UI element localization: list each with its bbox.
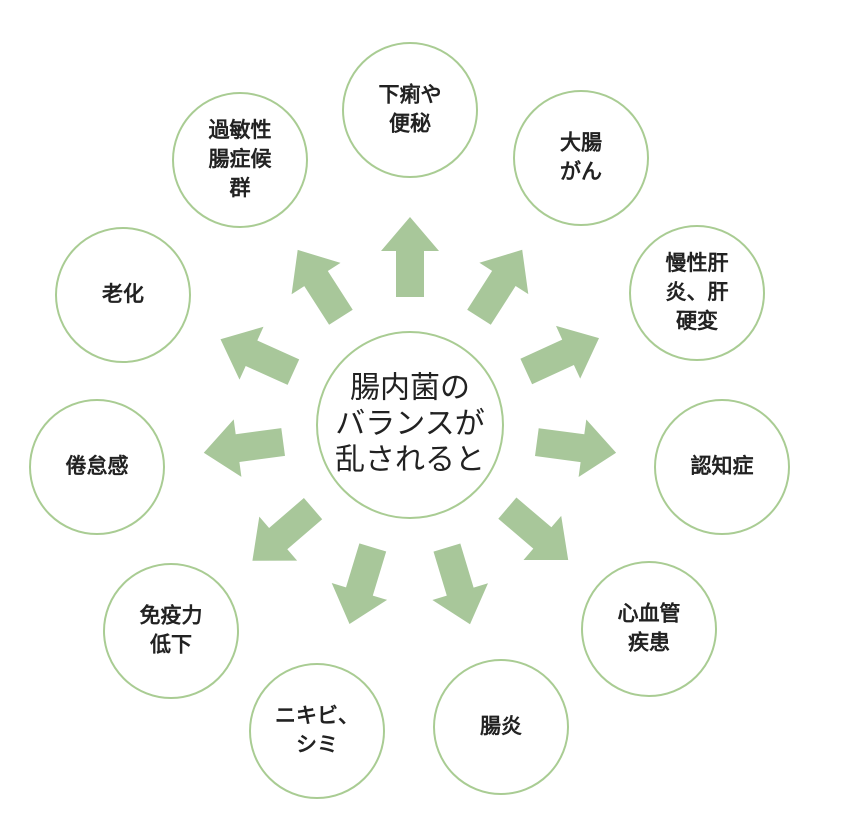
colon-cancer-circle xyxy=(513,90,649,226)
arrow-to-dementia xyxy=(535,419,617,477)
chronic-hepatitis-label-line: 慢性肝 xyxy=(666,251,729,275)
chronic-hepatitis-label-line: 硬変 xyxy=(676,309,718,333)
arrow-to-colon-cancer xyxy=(467,249,529,325)
dementia-node: 認知症 xyxy=(654,399,790,535)
chronic-hepatitis-circle xyxy=(629,225,765,361)
aging-node: 老化 xyxy=(55,227,191,363)
cardiovascular-label-line: 疾患 xyxy=(628,631,670,655)
dementia-label-line: 認知症 xyxy=(691,454,754,478)
acne-label-line: ニキビ、 xyxy=(275,704,359,728)
aging-label-line: 老化 xyxy=(102,282,144,306)
arrow-to-chronic-hepatitis xyxy=(520,325,599,385)
fatigue-label-line: 倦怠感 xyxy=(66,454,129,478)
arrow-to-aging xyxy=(220,326,300,385)
arrow-to-cardiovascular xyxy=(498,497,569,560)
chronic-hepatitis-label-line: 炎、肝 xyxy=(666,280,729,304)
arrow-to-acne xyxy=(331,543,388,624)
aging-circle xyxy=(55,227,191,363)
acne-node: ニキビ、シミ xyxy=(249,663,385,799)
arrow-to-fatigue xyxy=(203,419,285,477)
ibs-label-line: 過敏性 xyxy=(209,118,272,142)
colon-cancer-label-line: がん xyxy=(560,160,602,184)
fatigue-node: 倦怠感 xyxy=(29,399,165,535)
center-circle xyxy=(316,331,504,519)
enteritis-node: 腸炎 xyxy=(433,659,569,795)
ibs-label-line: 群 xyxy=(230,176,251,200)
arrow-to-diarrhea xyxy=(381,217,439,297)
arrow-to-ibs xyxy=(291,249,353,325)
circles: 腸内菌のバランスが乱されると下痢や便秘大腸がん慢性肝炎、肝硬変認知症心血管疾患腸… xyxy=(29,42,790,799)
acne-circle xyxy=(249,663,385,799)
diarrhea-circle xyxy=(342,42,478,178)
cardiovascular-label-line: 心血管 xyxy=(618,602,681,626)
ibs-label-line: 腸症候 xyxy=(209,147,273,171)
dementia-circle xyxy=(654,399,790,535)
acne-label-line: シミ xyxy=(296,733,338,757)
immunity-label-line: 低下 xyxy=(149,633,192,657)
ibs-circle xyxy=(172,92,308,228)
arrow-to-enteritis xyxy=(432,543,488,625)
immunity-label-line: 免疫力 xyxy=(140,604,203,628)
center-label-line: バランスが xyxy=(335,407,484,442)
center-label-line: 乱されると xyxy=(335,443,485,478)
center-label-line: 腸内菌の xyxy=(350,371,470,406)
colon-cancer-label-line: 大腸 xyxy=(560,131,602,155)
diarrhea-label-line: 便秘 xyxy=(389,112,431,136)
enteritis-label-line: 腸炎 xyxy=(480,714,522,738)
arrows xyxy=(203,217,617,625)
cardiovascular-circle xyxy=(581,561,717,697)
immunity-circle xyxy=(103,563,239,699)
enteritis-circle xyxy=(433,659,569,795)
fatigue-circle xyxy=(29,399,165,535)
arrow-to-immunity xyxy=(252,498,323,561)
diarrhea-label-line: 下痢や xyxy=(379,83,442,107)
